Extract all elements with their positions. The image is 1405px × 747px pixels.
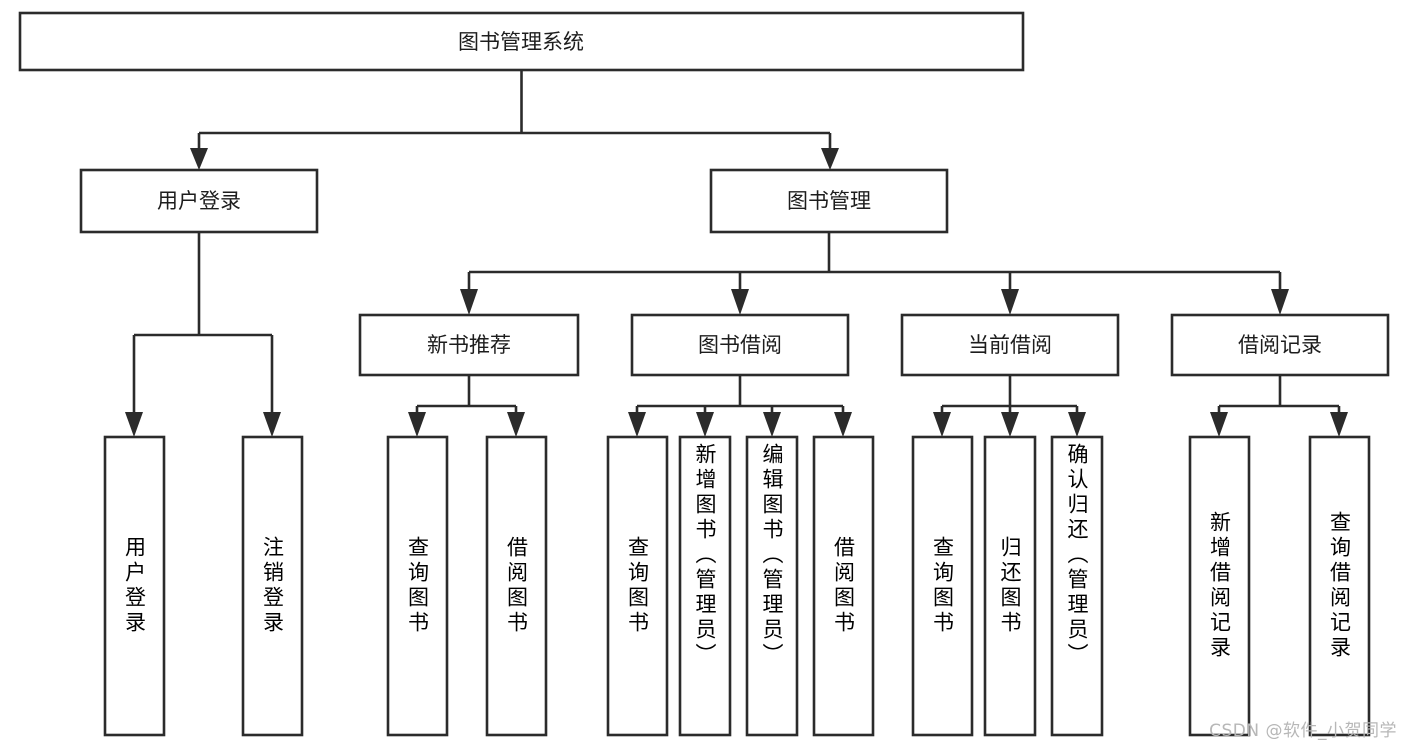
- arrow-head-leaf-query-book-current: [933, 412, 951, 437]
- node-new-book-recommend-label: 新书推荐: [427, 333, 511, 357]
- leaf-user-login[interactable]: 用户登录: [105, 437, 164, 735]
- arrow-head-leaf-logout: [263, 412, 281, 437]
- leaf-query-book-current-label: 查询图书: [930, 536, 955, 636]
- leaf-add-borrow-record-box[interactable]: [1188, 435, 1251, 737]
- leaf-query-borrow-record-label: 查询借阅记录: [1327, 511, 1352, 661]
- node-book-borrow-label: 图书借阅: [698, 333, 782, 357]
- arrow-head-leaf-edit-book-admin: [763, 412, 781, 437]
- connector-layer: [125, 70, 1348, 437]
- arrow-head-leaf-return-book: [1001, 412, 1019, 437]
- node-borrow-record[interactable]: 借阅记录: [1170, 313, 1390, 377]
- node-new-book-recommend-box[interactable]: [358, 313, 580, 377]
- node-book-borrow[interactable]: 图书借阅: [630, 313, 850, 377]
- node-book-management-label: 图书管理: [787, 189, 871, 213]
- arrow-head-leaf-borrow-book: [834, 412, 852, 437]
- leaf-logout[interactable]: 注销登录: [243, 437, 302, 735]
- node-borrow-record-label: 借阅记录: [1238, 333, 1322, 357]
- arrow-head-book-borrow: [731, 289, 749, 315]
- leaf-query-book-recommend-label: 查询图书: [405, 536, 430, 636]
- arrow-head-borrow-record: [1271, 289, 1289, 315]
- leaf-user-login-box[interactable]: [103, 435, 166, 737]
- leaf-confirm-return-admin[interactable]: 确认归还（管理员）: [1052, 437, 1102, 735]
- node-user-login-box[interactable]: [79, 168, 319, 234]
- arrow-head-leaf-query-book-borrow: [628, 412, 646, 437]
- arrow-head-new-book-recommend: [460, 289, 478, 315]
- arrow-head-book-management: [821, 148, 839, 170]
- node-current-borrow-label: 当前借阅: [968, 333, 1052, 357]
- leaf-add-book-admin[interactable]: 新增图书（管理员）: [680, 437, 730, 735]
- node-book-borrow-box[interactable]: [630, 313, 850, 377]
- arrow-head-user-login: [190, 148, 208, 170]
- node-root-box[interactable]: [18, 11, 1025, 72]
- leaf-query-book-recommend[interactable]: 查询图书: [388, 437, 447, 735]
- leaf-query-book-current-box[interactable]: [911, 435, 974, 737]
- leaf-box-layer: [103, 435, 1371, 737]
- arrow-head-leaf-borrow-book-recommend: [507, 412, 525, 437]
- leaf-add-book-admin-box[interactable]: [678, 435, 732, 737]
- leaf-query-borrow-record[interactable]: 查询借阅记录: [1310, 437, 1369, 735]
- leaf-return-book-box[interactable]: [983, 435, 1037, 737]
- leaf-add-borrow-record-label: 新增借阅记录: [1207, 511, 1232, 661]
- leaf-borrow-book-box[interactable]: [812, 435, 875, 737]
- leaf-return-book[interactable]: 归还图书: [985, 437, 1035, 735]
- arrow-head-leaf-query-book-recommend: [408, 412, 426, 437]
- arrow-head-leaf-confirm-return-admin: [1068, 412, 1086, 437]
- arrow-head-leaf-query-borrow-record: [1330, 412, 1348, 437]
- node-new-book-recommend[interactable]: 新书推荐: [358, 313, 580, 377]
- leaf-edit-book-admin[interactable]: 编辑图书（管理员）: [747, 437, 797, 735]
- node-book-management[interactable]: 图书管理: [709, 168, 949, 234]
- leaf-user-login-label: 用户登录: [122, 536, 147, 636]
- leaf-borrow-book-recommend-box[interactable]: [485, 435, 548, 737]
- node-borrow-record-box[interactable]: [1170, 313, 1390, 377]
- leaf-borrow-book-recommend-label: 借阅图书: [504, 536, 529, 636]
- leaf-query-borrow-record-box[interactable]: [1308, 435, 1371, 737]
- leaf-add-book-admin-label: 新增图书（管理员）: [693, 443, 717, 668]
- leaf-confirm-return-admin-box[interactable]: [1050, 435, 1104, 737]
- leaf-return-book-label: 归还图书: [998, 536, 1022, 636]
- leaf-edit-book-admin-box[interactable]: [745, 435, 799, 737]
- leaf-edit-book-admin-label: 编辑图书（管理员）: [760, 443, 784, 668]
- leaf-query-book-borrow[interactable]: 查询图书: [608, 437, 667, 735]
- node-book-management-box[interactable]: [709, 168, 949, 234]
- leaf-logout-label: 注销登录: [260, 536, 285, 636]
- node-current-borrow-box[interactable]: [900, 313, 1120, 377]
- arrow-head-leaf-add-book-admin: [696, 412, 714, 437]
- leaf-logout-box[interactable]: [241, 435, 304, 737]
- arrow-head-leaf-user-login: [125, 412, 143, 437]
- csdn-watermark: CSDN @软件_小贺同学: [1209, 721, 1397, 741]
- arrow-head-current-borrow: [1001, 289, 1019, 315]
- leaf-confirm-return-admin-label: 确认归还（管理员）: [1065, 443, 1089, 668]
- leaf-borrow-book[interactable]: 借阅图书: [814, 437, 873, 735]
- leaf-borrow-book-label: 借阅图书: [831, 536, 856, 636]
- leaf-query-book-current[interactable]: 查询图书: [913, 437, 972, 735]
- leaf-query-book-borrow-box[interactable]: [606, 435, 669, 737]
- leaf-query-book-borrow-label: 查询图书: [625, 536, 650, 636]
- node-user-login-label: 用户登录: [157, 189, 241, 213]
- node-root[interactable]: 图书管理系统: [18, 11, 1025, 72]
- leaf-query-book-recommend-box[interactable]: [386, 435, 449, 737]
- node-current-borrow[interactable]: 当前借阅: [900, 313, 1120, 377]
- node-root-label: 图书管理系统: [458, 30, 584, 54]
- leaf-borrow-book-recommend[interactable]: 借阅图书: [487, 437, 546, 735]
- leaf-add-borrow-record[interactable]: 新增借阅记录: [1190, 437, 1249, 735]
- arrow-head-leaf-add-borrow-record: [1210, 412, 1228, 437]
- node-user-login[interactable]: 用户登录: [79, 168, 319, 234]
